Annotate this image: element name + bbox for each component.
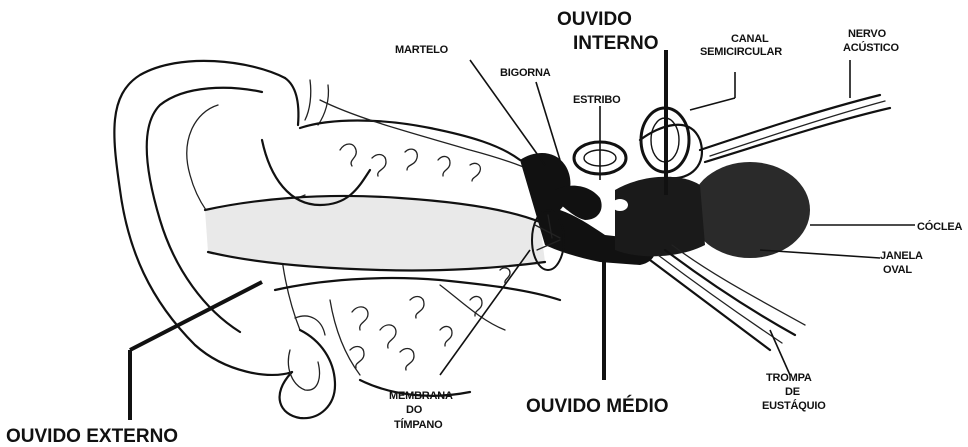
label-bigorna: BIGORNA <box>500 67 551 79</box>
label-ouvido-interno-line1: OUVIDO <box>557 9 632 30</box>
label-canal-semicircular-line1: CANAL <box>731 33 769 45</box>
eustachian-tube <box>650 245 805 350</box>
label-trompa-line2: DE <box>785 386 800 398</box>
label-estribo: ESTRIBO <box>573 94 621 106</box>
label-membrana-line2: DO <box>406 404 423 416</box>
label-trompa-line3: EUSTÁQUIO <box>762 399 826 412</box>
label-coclea: CÓCLEA <box>917 220 963 233</box>
auditory-nerve <box>700 95 890 162</box>
ear-canal <box>205 196 545 271</box>
label-ouvido-externo: OUVIDO EXTERNO <box>6 426 178 447</box>
label-martelo: MARTELO <box>395 44 449 56</box>
cochlea <box>612 162 810 258</box>
label-nervo-acustico-line1: NERVO <box>848 28 887 40</box>
label-janela-oval-line2: OVAL <box>883 264 912 276</box>
label-ouvido-interno-line2: INTERNO <box>573 33 659 54</box>
label-membrana-line3: TÍMPANO <box>394 418 443 431</box>
label-nervo-acustico-line2: ACÚSTICO <box>843 41 899 54</box>
label-janela-oval-line1: JANELA <box>880 250 923 262</box>
label-ouvido-medio: OUVIDO MÉDIO <box>526 395 669 417</box>
label-trompa-line1: TROMPA <box>766 372 812 384</box>
label-membrana-line1: MEMBRANA <box>389 390 453 402</box>
semicircular-canals <box>574 108 702 178</box>
label-canal-semicircular-line2: SEMICIRCULAR <box>700 46 782 58</box>
